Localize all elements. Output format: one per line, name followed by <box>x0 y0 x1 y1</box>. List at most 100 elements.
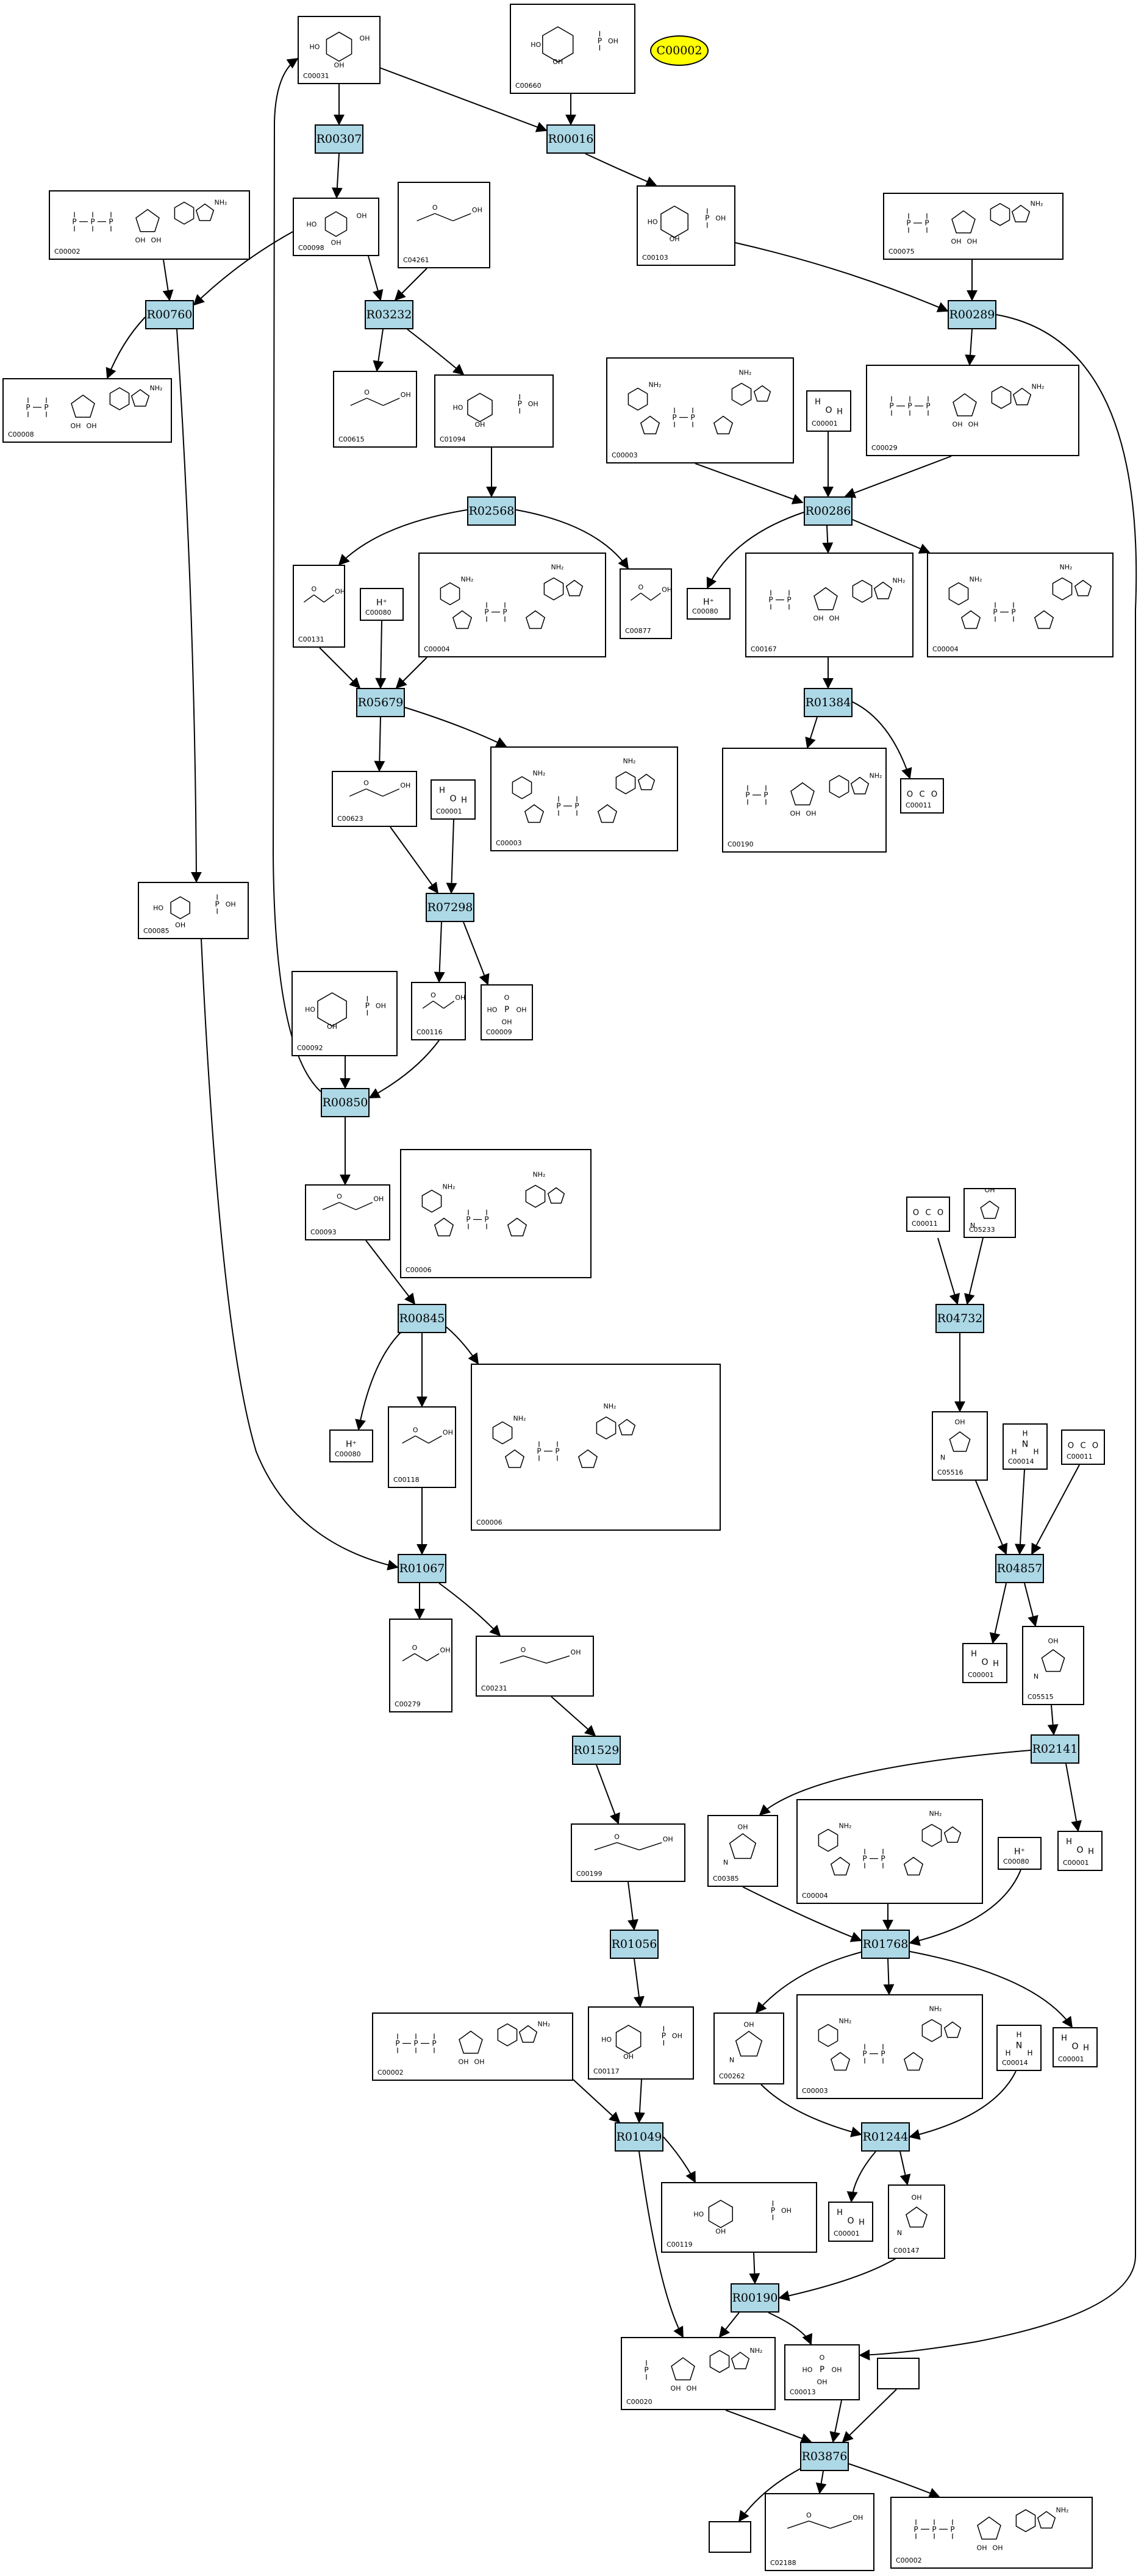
reaction-r00286[interactable]: R00286 <box>804 496 853 526</box>
reaction-r01529[interactable]: R01529 <box>572 1736 621 1765</box>
compound-empty-top[interactable] <box>877 2358 920 2389</box>
atom-label: OH <box>400 782 410 790</box>
atom-label: NH₂ <box>839 1822 852 1830</box>
reaction-r02141[interactable]: R02141 <box>1031 1734 1079 1764</box>
reaction-r01244[interactable]: R01244 <box>861 2122 910 2152</box>
reaction-r03876[interactable]: R03876 <box>800 2442 849 2471</box>
reaction-r00016[interactable]: R00016 <box>546 124 595 154</box>
highlighted-compound-c00002[interactable]: C00002 <box>650 35 709 66</box>
reaction-r04732[interactable]: R04732 <box>935 1304 984 1333</box>
reaction-r04857[interactable]: R04857 <box>995 1554 1044 1583</box>
reaction-r01049[interactable]: R01049 <box>615 2122 663 2152</box>
atom-label: NH₂ <box>649 381 662 389</box>
compound-empty-bottom[interactable] <box>709 2521 751 2553</box>
reaction-r01067[interactable]: R01067 <box>398 1554 446 1583</box>
atom-label: OH <box>517 1006 527 1014</box>
compound-c00080[interactable]: H⁺C00080 <box>687 588 731 620</box>
reaction-r05679[interactable]: R05679 <box>356 688 405 717</box>
reaction-r01056[interactable]: R01056 <box>610 1930 659 1959</box>
reaction-r03232[interactable]: R03232 <box>365 300 413 329</box>
reaction-r02568[interactable]: R02568 <box>467 496 516 526</box>
reaction-r01768[interactable]: R01768 <box>861 1930 910 1959</box>
compound-c00080[interactable]: H⁺C00080 <box>360 588 404 621</box>
atom-label: P <box>644 2366 648 2374</box>
structure-drawing: OHN <box>970 1189 999 1229</box>
reaction-r00307[interactable]: R00307 <box>315 124 363 154</box>
atom-label: OH <box>715 2227 726 2235</box>
reaction-r01384[interactable]: R01384 <box>804 688 853 717</box>
compound-code: C00011 <box>1067 1453 1093 1461</box>
reaction-r00850[interactable]: R00850 <box>321 1088 370 1117</box>
atom-label: H <box>439 786 445 795</box>
reaction-r00845[interactable]: R00845 <box>398 1304 446 1333</box>
reaction-r07298[interactable]: R07298 <box>426 893 474 922</box>
edge-12 <box>407 329 465 376</box>
reaction-label: R05679 <box>357 696 404 709</box>
reaction-r00760[interactable]: R00760 <box>145 300 194 329</box>
reaction-r00289[interactable]: R00289 <box>948 300 996 329</box>
compound-c00080[interactable]: H⁺C00080 <box>998 1837 1042 1870</box>
compound-c00080[interactable]: H⁺C00080 <box>329 1429 373 1462</box>
reaction-r00190[interactable]: R00190 <box>731 2283 779 2313</box>
edge-8 <box>176 329 202 883</box>
